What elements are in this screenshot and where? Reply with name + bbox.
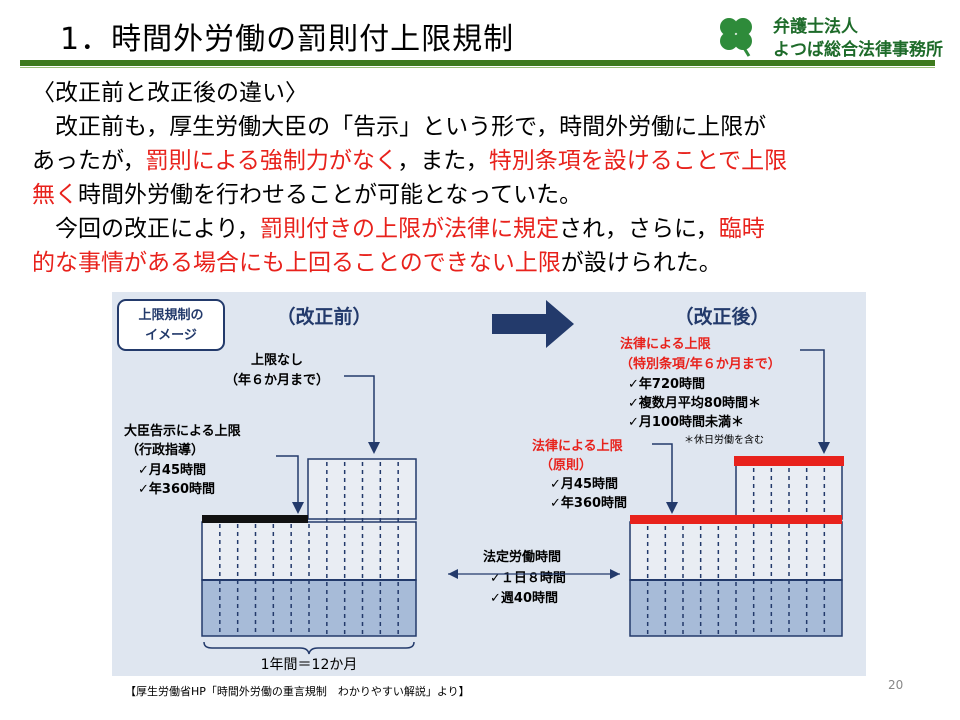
source-caption: 【厚生労働省HP「時間外労働の重言規制 わかりやすい解説」より】 [125, 685, 470, 698]
law-principle-item2: ✓年360時間 [550, 495, 627, 511]
no-limit-line2: （年６か月まで） [225, 372, 329, 388]
statutory-line1: 法定労働時間 [483, 549, 561, 565]
law-special-item2: ✓複数月平均80時間＊ [628, 395, 761, 411]
law-special-arrow [800, 349, 830, 454]
minister-item2: ✓年360時間 [138, 481, 215, 497]
before-label: （改正前） [276, 305, 371, 328]
no-limit-line1: 上限なし [251, 353, 303, 368]
clover-icon [720, 18, 752, 57]
body-line-3: 無く時間外労働を行わせることが可能となっていた。 [32, 178, 912, 212]
law-principle-item1: ✓月45時間 [550, 476, 618, 492]
body-heading: 〈改正前と改正後の違い〉 [32, 80, 308, 106]
highlight-span: 罰則付きの上限が法律に規定 [259, 216, 559, 242]
body-text: 〈改正前と改正後の違い〉 改正前も，厚生労働大臣の「告示」という形で，時間外労働… [32, 76, 912, 280]
text-span: され，さらに， [558, 216, 719, 242]
body-line-1: 改正前も，厚生労働大臣の「告示」という形で，時間外労働に上限が [32, 110, 912, 144]
title-rule-thin [20, 67, 935, 68]
text-span: 今回の改正により， [32, 216, 260, 242]
firm-logo: 弁護士法人 よつば総合法律事務所 [705, 8, 945, 60]
text-span: ，また， [397, 148, 489, 174]
diagram-badge: 上限規制の イメージ [117, 299, 225, 351]
no-limit-arrow [344, 375, 380, 454]
minister-line2: （行政指導） [126, 442, 204, 458]
law-principle-line2: （原則） [540, 457, 592, 473]
body-line-4: 今回の改正により，罰則付きの上限が法律に規定され，さらに，臨時 [32, 212, 912, 246]
law-special-line2: （特別条項/年６か月まで） [620, 356, 781, 372]
after-label: （改正後） [674, 305, 769, 328]
minister-line1: 大臣告示による上限 [124, 423, 242, 439]
after-month-dividers [646, 468, 826, 634]
statutory-item2: ✓週40時間 [490, 590, 558, 606]
before-month-dividers [219, 462, 399, 634]
title-rule [20, 60, 935, 66]
highlight-span: 的な事情がある場合にも上回ることのできない上限 [32, 250, 561, 276]
law-special-item1: ✓年720時間 [628, 376, 705, 392]
logo-line1: 弁護士法人 [773, 17, 858, 37]
text-span: が設けられた。 [560, 250, 722, 276]
arrow-right-icon [610, 569, 620, 579]
text-span: あったが， [32, 148, 146, 174]
badge-line2: イメージ [145, 328, 197, 343]
minister-item1: ✓月45時間 [138, 462, 206, 478]
law-special-line1: 法律による上限 [620, 336, 712, 352]
after-principle-limit-line [630, 515, 842, 524]
before-chart [201, 458, 417, 637]
transition-arrow-icon [492, 300, 574, 348]
limit-diagram: 上限規制の イメージ （改正前） （改正後） 上限なし （年６か月まで） 大臣告… [112, 292, 866, 676]
law-special-item3: ✓月100時間未満＊ [628, 414, 744, 430]
before-minister-limit-line [202, 515, 308, 523]
year-label: 1年間＝12か月 [261, 657, 358, 673]
after-chart [629, 456, 844, 637]
highlight-span: 無く [32, 182, 78, 208]
year-bracket [203, 641, 415, 655]
page-number: 20 [888, 678, 904, 692]
body-line-2: あったが，罰則による強制力がなく，また，特別条項を設けることで上限 [32, 144, 912, 178]
logo-line2: よつば総合法律事務所 [773, 40, 943, 60]
badge-line1: 上限規制の [138, 307, 203, 323]
highlight-span: 罰則による強制力がなく [145, 148, 398, 174]
statutory-item1: ✓１日８時間 [490, 570, 566, 586]
highlight-span: 特別条項を設けることで上限 [488, 148, 788, 174]
highlight-span: 臨時 [718, 216, 765, 242]
text-span: 改正前も，厚生労働大臣の「告示」という形で，時間外労働に上限が [32, 114, 767, 140]
arrow-left-icon [448, 569, 458, 579]
body-line-5: 的な事情がある場合にも上回ることのできない上限が設けられた。 [32, 246, 912, 280]
law-special-note: ＊休日労働を含む [684, 433, 764, 446]
text-span: 時間外労働を行わせることが可能となっていた。 [78, 182, 583, 208]
slide-title: 1．時間外労働の罰則付上限規制 [60, 22, 515, 57]
law-principle-arrow [652, 443, 678, 514]
minister-arrow [276, 455, 304, 514]
law-principle-line1: 法律による上限 [532, 438, 624, 454]
after-special-limit-line [734, 456, 844, 466]
